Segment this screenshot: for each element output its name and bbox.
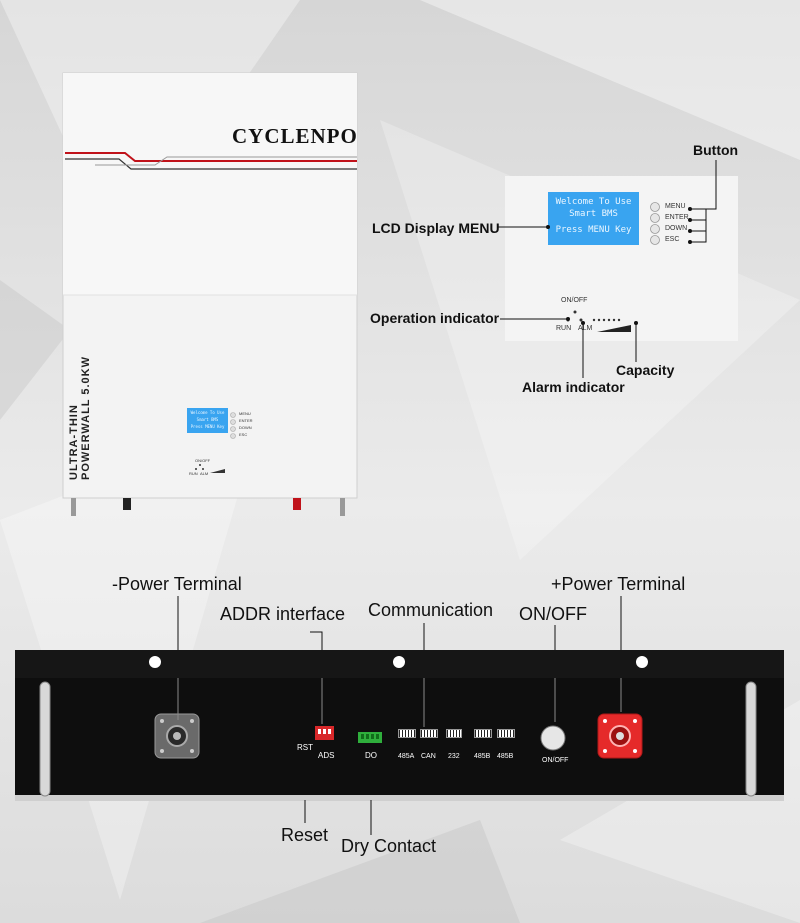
wall-lcd-line-2: Smart BMS [196,417,219,422]
onoff-panel-label: ON/OFF [542,757,569,764]
wall-lcd-display: Welcome To Use Smart BMS Press MENU Key [187,408,228,433]
panel-button-down: DOWN [665,225,688,232]
rst-label: RST [297,743,313,752]
callout-pos-power-terminal: +Power Terminal [551,574,686,594]
wall-lcd-line-1: Welcome To Use [190,410,225,415]
callout-reset: Reset [281,825,329,845]
port-label-485b-1: 485B [474,753,491,760]
wall-alm-label: ALM [200,471,209,476]
panel-alm-label: ALM [578,325,593,332]
panel-lcd-line-1: Welcome To Use [555,197,632,207]
rack-battery-unit [15,650,784,801]
ads-label: ADS [318,751,335,760]
panel-button-menu: MENU [665,203,686,210]
panel-run-label: RUN [556,325,572,332]
callout-button: Button [693,142,739,158]
callout-addr-interface: ADDR interface [220,604,346,624]
do-label: DO [365,751,377,760]
panel-button-esc: ESC [665,236,680,243]
callout-communication: Communication [368,600,494,620]
wall-lcd-line-3: Press MENU Key [190,424,225,429]
wall-button-enter: ENTER [239,418,253,423]
port-485a [398,729,416,738]
port-label-485a: 485A [398,753,415,760]
panel-button-enter: ENTER [665,214,689,221]
panel-lcd-line-3: Press MENU Key [555,225,632,235]
brand-logo: CYCLENPO [232,124,358,148]
panel-onoff-label: ON/OFF [561,297,588,304]
port-label-can: CAN [421,753,436,760]
panel-lcd-line-2: Smart BMS [569,209,618,219]
callout-lcd-display: LCD Display MENU [372,220,500,236]
callout-dry-contact: Dry Contact [341,836,437,856]
port-485b-2 [497,729,515,738]
port-label-232: 232 [448,753,460,760]
port-485b-1 [474,729,492,738]
wall-button-esc: ESC [239,432,248,437]
callout-neg-power-terminal: -Power Terminal [112,574,242,594]
port-label-485b-2: 485B [497,753,514,760]
panel-lcd-display: Welcome To Use Smart BMS Press MENU Key [548,192,639,245]
port-232 [446,729,462,738]
port-can [420,729,438,738]
wall-onoff-label: ON/OFF [195,458,211,463]
callout-onoff: ON/OFF [519,604,587,624]
callout-operation-indicator: Operation indicator [370,310,500,326]
wall-button-down: DOWN [239,425,252,430]
wall-button-menu: MENU [239,411,251,416]
callout-capacity: Capacity [616,362,675,378]
callout-alarm-indicator: Alarm indicator [522,379,625,395]
wall-run-label: RUN [189,471,198,476]
